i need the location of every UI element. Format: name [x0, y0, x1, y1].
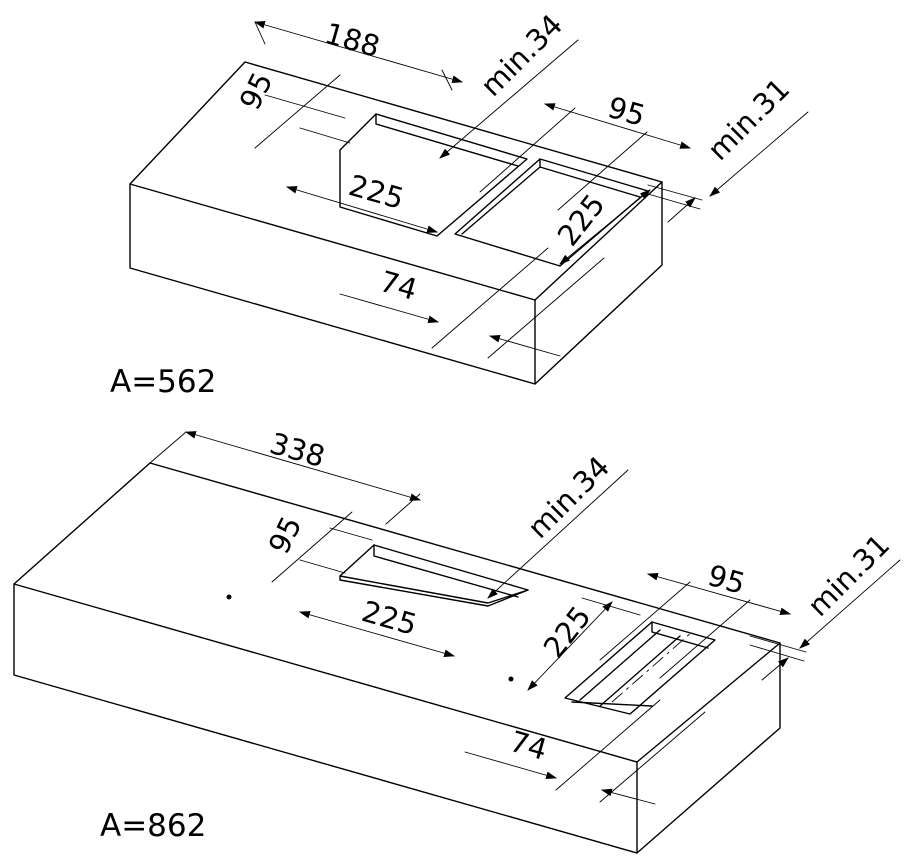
large-dim-225-right-text: 225	[537, 600, 598, 665]
small-box-front-top-edge	[129, 183, 536, 301]
large-dim-min31-text: min.31	[801, 528, 896, 623]
large-right-cutout-inner2	[579, 629, 661, 701]
small-size-label: A=562	[110, 364, 216, 400]
small-dim-min34: min.34	[439, 8, 579, 159]
large-dim-74-text: 74	[506, 724, 551, 767]
large-right-cutout-inner3	[599, 635, 681, 707]
large-left-cutout-front	[339, 575, 529, 607]
small-dim-min31-text: min.31	[701, 72, 796, 167]
small-dim-74-text: 74	[376, 264, 421, 307]
small-dim-225-left: 225	[285, 168, 439, 233]
small-right-cutout-inner	[539, 158, 641, 198]
large-right-cutout	[564, 621, 716, 715]
small-right-cutout	[454, 158, 649, 267]
small-dim-188: 188	[253, 16, 464, 91]
small-right-cutout-inner2	[461, 166, 541, 235]
small-dim-225-left-text: 225	[345, 168, 408, 216]
large-right-cutout-inner4	[571, 701, 653, 707]
large-dim-min34: min.34	[487, 450, 629, 599]
large-right-cutout-centerline	[611, 631, 693, 703]
small-cabinet: 188 95 min.34 225 95 min.31	[110, 8, 809, 400]
small-dim-225-right-text: 225	[551, 188, 612, 253]
large-dim-338-text: 338	[266, 426, 329, 474]
small-left-cutout-inner	[375, 113, 519, 167]
large-dim-95-left-text: 95	[262, 511, 309, 559]
small-dim-min31: min.31	[647, 72, 809, 223]
large-dim-95-right-text: 95	[704, 558, 749, 601]
large-box-front-top-edge	[13, 583, 638, 763]
small-dim-95-left: 95	[233, 67, 351, 149]
large-mounting-dot-left	[226, 594, 232, 600]
small-dim-74: 74	[339, 247, 605, 359]
large-mounting-dot-right	[508, 676, 514, 682]
large-dim-225-right: 225	[527, 597, 641, 691]
small-dim-225-right: 225	[551, 188, 651, 265]
large-box-right-top-edge	[636, 642, 781, 763]
large-right-cutout-inner	[651, 621, 709, 649]
large-dim-225-left: 225	[298, 594, 456, 657]
large-dim-225-left-text: 225	[358, 594, 421, 642]
large-size-label: A=862	[100, 808, 206, 844]
small-dim-95-left-text: 95	[233, 67, 280, 115]
small-dim-95-right-text: 95	[604, 90, 649, 133]
small-dim-188-text: 188	[321, 16, 384, 64]
large-dim-min31: min.31	[749, 528, 901, 681]
large-dim-min34-text: min.34	[521, 450, 616, 545]
large-box-outline	[13, 462, 781, 854]
large-dim-74: 74	[464, 699, 706, 805]
small-box-outline	[129, 61, 663, 385]
large-left-cutout-inner	[373, 544, 519, 598]
large-cabinet: 338 95 min.34 225 225 95	[13, 426, 901, 854]
